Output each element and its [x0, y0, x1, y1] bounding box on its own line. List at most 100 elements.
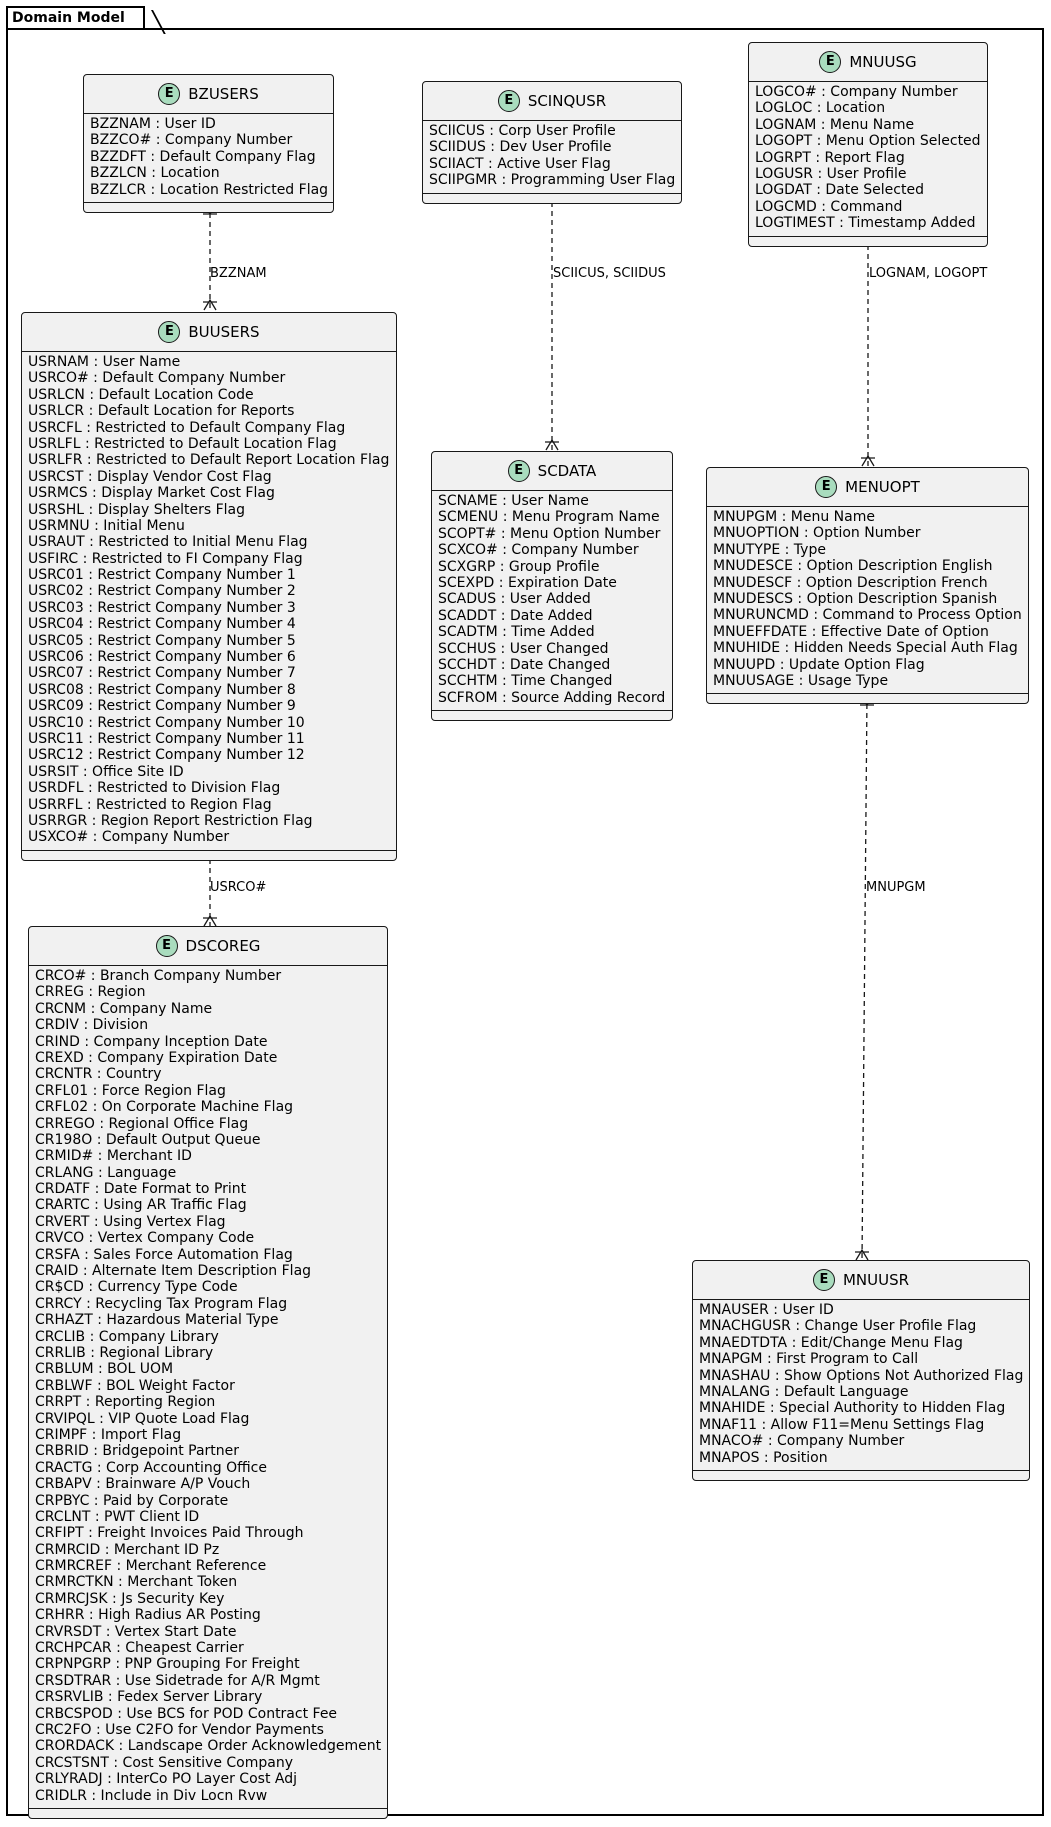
entity-field: SCNAME : User Name [438, 493, 589, 509]
entity-field: MNURUNCMD : Command to Process Option [713, 607, 1022, 624]
entity-name: MENUOPT [845, 477, 920, 496]
entity-field: CRPBYC : Paid by Corporate [35, 1492, 229, 1509]
entity-field: MNUDESCE : Option Description English [713, 558, 993, 575]
entity-field: CRIND : Company Inception Date [35, 1033, 268, 1050]
entity-field: MNUTYPE : Type [713, 541, 826, 558]
entity-field: CRMRCREF : Merchant Reference [35, 1558, 267, 1575]
entity-field: MNUDESCF : Option Description French [713, 574, 988, 591]
entity-e-icon: E [819, 51, 842, 73]
entity-field: CREXD : Company Expiration Date [35, 1049, 278, 1066]
entity-field: LOGUSR : User Profile [755, 165, 907, 182]
relation-label-bzusers-buusers: BZZNAM [210, 266, 267, 281]
entity-field: USRMCS : Display Market Cost Flag [28, 485, 275, 502]
entity-field: USRDFL : Restricted to Division Flag [28, 780, 281, 797]
entity-field: USRLCR : Default Location for Reports [28, 403, 295, 420]
entity-field: LOGLOC : Location [755, 100, 886, 117]
entity-field: USRAUT : Restricted to Initial Menu Flag [28, 534, 308, 551]
package-tab: Domain Model [6, 6, 145, 30]
entity-field: CRVERT : Using Vertex Flag [35, 1213, 226, 1230]
entity-methods-compartment [423, 192, 681, 203]
entity-field: MNUUPD : Update Option Flag [713, 656, 925, 673]
entity-field: SCXCO# : Company Number [438, 542, 639, 559]
entity-field: BZZLCR : Location Restricted Flag [90, 181, 329, 198]
entity-field: LOGRPT : Report Flag [755, 149, 905, 166]
entity-field: USRLFR : Restricted to Default Report Lo… [28, 452, 390, 469]
entity-field: MNUOPTION : Option Number [713, 525, 921, 542]
entity-field: CRSFA : Sales Force Automation Flag [35, 1246, 293, 1263]
entity-e-icon: E [158, 321, 181, 343]
entity-field: BZZLCN : Location [90, 165, 220, 182]
entity-field: MNACHGUSR : Change User Profile Flag [699, 1318, 977, 1335]
relation-label-scinqusr-scdata: SCIICUS, SCIIDUS [553, 266, 666, 281]
entity-e-icon: E [155, 935, 178, 957]
entity-field: USRLCN : Default Location Code [28, 386, 254, 403]
entity-field: MNAHIDE : Special Authority to Hidden Fl… [699, 1400, 1006, 1417]
entity-field: SCCHDT : Date Changed [438, 656, 611, 673]
entity-field: SCCHTM : Time Changed [438, 673, 613, 690]
entity-field: CRVIPQL : VIP Quote Load Flag [35, 1410, 250, 1427]
entity-methods-compartment [29, 1807, 387, 1818]
entity-field: SCIIPGMR : Programming User Flag [429, 172, 676, 189]
entity-name: MNUUSR [842, 1270, 910, 1289]
entity-field: SCOPT# : Menu Option Number [438, 525, 661, 542]
entity-field: MNACO# : Company Number [699, 1433, 905, 1450]
entity-field: CRMRCID : Merchant ID Pz [35, 1541, 220, 1558]
entity-header: E BUUSERS [22, 313, 396, 352]
entity-field: BZZCO# : Company Number [90, 132, 293, 149]
relation-label-buusers-dscoreg: USRCO# [210, 880, 267, 895]
entity-field: CRMRCTKN : Merchant Token [35, 1574, 238, 1591]
entity-field: USRC11 : Restrict Company Number 11 [28, 730, 305, 747]
entity-field: CRFL01 : Force Region Flag [35, 1082, 226, 1099]
entity-field: CRCNTR : Country [35, 1066, 162, 1083]
entity-field: CRACTG : Corp Accounting Office [35, 1459, 267, 1476]
crowfoot-icon [203, 203, 217, 311]
entity-field: CRBAPV : Brainware A/P Vouch [35, 1476, 251, 1493]
entity-field: CR198O : Default Output Queue [35, 1131, 261, 1148]
link-menuopt-mnuusr [861, 694, 868, 1261]
entity-field: CRBRID : Bridgepoint Partner [35, 1443, 240, 1460]
entity-methods-compartment [707, 693, 1028, 703]
entity-field: CRCLNT : PWT Client ID [35, 1508, 200, 1525]
entity-field: CRAID : Alternate Item Description Flag [35, 1263, 312, 1280]
entity-field: SCFROM : Source Adding Record [438, 689, 666, 706]
entity-field: CRDIV : Division [35, 1017, 149, 1034]
entity-e-icon: E [497, 90, 520, 112]
entity-field: LOGCMD : Command [755, 198, 903, 215]
entity-field: USRCFL : Restricted to Default Company F… [28, 419, 346, 436]
entity-field: CRVRSDT : Vertex Start Date [35, 1623, 237, 1640]
entity-field: CRBCSPOD : Use BCS for POD Contract Fee [35, 1705, 338, 1722]
entity-field: USRSHL : Display Shelters Flag [28, 501, 246, 518]
entity-name: SCDATA [537, 461, 597, 480]
entity-field: MNAF11 : Allow F11=Menu Settings Flag [699, 1416, 985, 1433]
entity-name: BZUSERS [188, 84, 259, 103]
entity-field: CRCNM : Company Name [35, 1000, 213, 1017]
entity-field: USRLFL : Restricted to Default Location … [28, 435, 337, 452]
entity-field: CRMRCJSK : Js Security Key [35, 1590, 225, 1607]
relation-label-menuopt-mnuusr: MNUPGM [866, 880, 926, 895]
entity-field: CRARTC : Using AR Traffic Flag [35, 1197, 247, 1214]
entity-field: MNUPGM : Menu Name [713, 509, 875, 525]
entity-field: CRREGO : Regional Office Flag [35, 1115, 249, 1132]
entity-e-icon: E [507, 460, 530, 482]
entity-field: MNUDESCS : Option Description Spanish [713, 590, 998, 607]
entity-field: USRC07 : Restrict Company Number 7 [28, 665, 296, 682]
entity-field: SCADDT : Date Added [438, 607, 593, 624]
entity-name: BUUSERS [188, 322, 260, 341]
entity-field: USRC06 : Restrict Company Number 6 [28, 649, 296, 666]
entity-field: MNAUSER : User ID [699, 1302, 834, 1318]
entity-field: USRC12 : Restrict Company Number 12 [28, 747, 305, 764]
